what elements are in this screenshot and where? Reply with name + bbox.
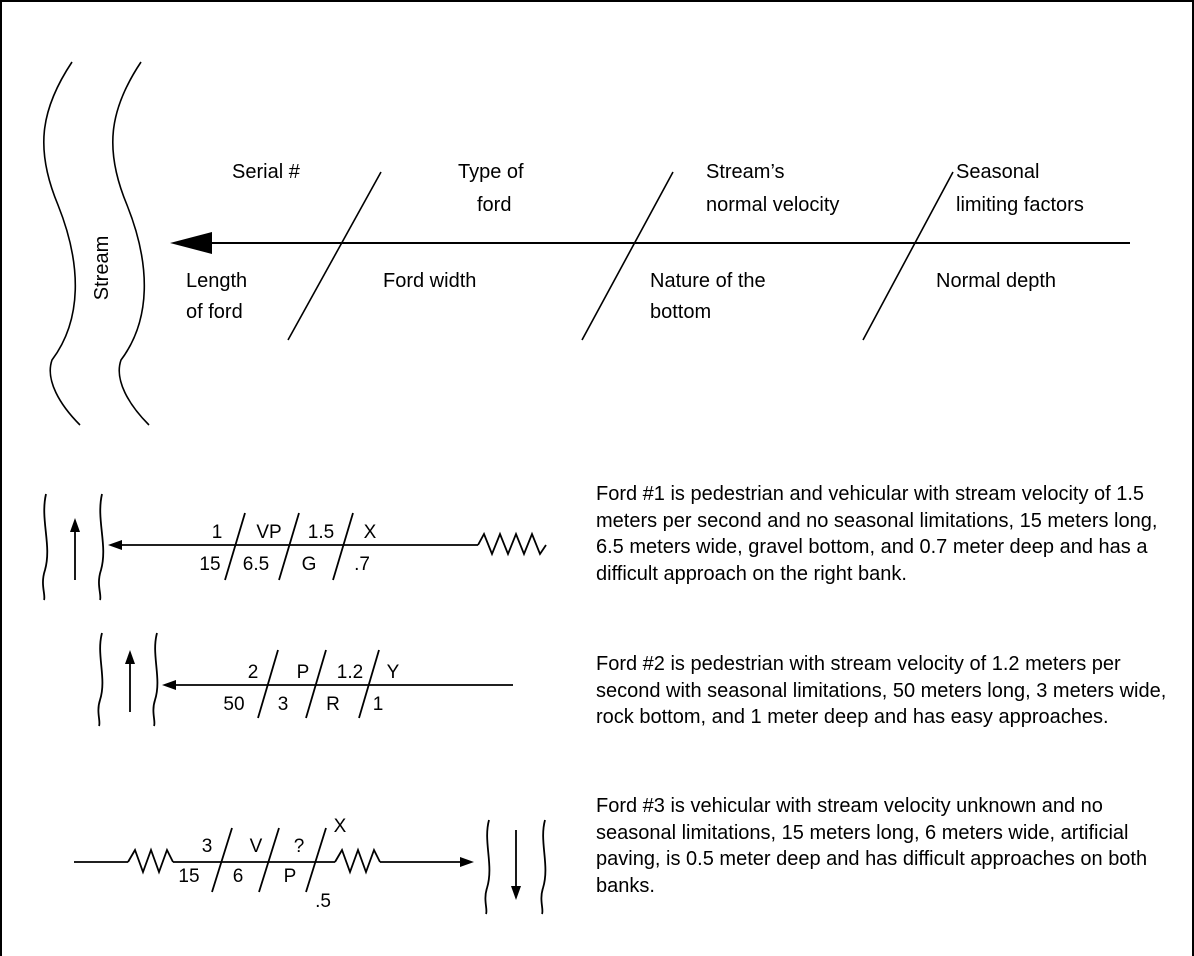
example-1-sep-2 [278,512,300,581]
example-2-sep-1 [257,649,279,719]
example-1-sep-1 [224,512,246,581]
label-type-line2: ford [477,194,511,216]
label-seasonal-line1: Seasonal [956,161,1039,183]
example-2-velocity: 1.2 [337,662,363,683]
example-2-arrowhead [162,680,176,690]
ford-1-description: Ford #1 is pedestrian and vehicular with… [596,483,1158,585]
example-2-current-arrowhead [125,650,135,664]
example-2-seasonal: Y [387,662,400,683]
example-2-length: 50 [223,694,244,715]
label-nature-line2: bottom [650,301,711,323]
example-1-arrowhead [108,540,122,550]
example-3-serial: 3 [202,836,213,857]
stream-bank-left [43,61,81,426]
example-1-symbol [42,493,547,601]
separator-1 [287,171,382,341]
label-length-line1: Length [186,270,247,292]
example-3-bank-left [484,819,491,915]
example-3-width: 6 [233,866,244,887]
example-3-difficult-approach-left [127,847,174,875]
label-velocity-line1: Stream’s [706,161,785,183]
example-1-serial: 1 [212,522,223,543]
ford-2-description: Ford #2 is pedestrian with stream veloci… [596,653,1167,728]
example-1-type: VP [256,522,281,543]
example-1-depth: .7 [354,554,370,575]
label-velocity-line2: normal velocity [706,194,839,216]
example-2-bank-left [97,632,104,727]
example-1-seasonal: X [364,522,377,543]
separator-3 [862,171,954,341]
example-2-sep-2 [305,649,327,719]
example-3-sep-1 [211,827,233,893]
stream-bank-right [112,61,150,426]
example-1-bank-right [98,493,105,601]
example-2-width: 3 [278,694,289,715]
example-2-type: P [297,662,310,683]
example-3-type: V [250,836,263,857]
example-3-sep-2 [258,827,280,893]
stream-label: Stream [91,236,113,300]
legend-diagram [43,61,1130,426]
example-3-symbol [74,819,547,915]
example-2-bottom: R [326,694,340,715]
example-3-seasonal: X [334,816,347,837]
example-2-depth: 1 [373,694,384,715]
example-2-bank-right [152,632,159,727]
example-3-length: 15 [178,866,199,887]
example-3-bottom: P [284,866,297,887]
example-1-bank-left [42,493,49,601]
example-1-length: 15 [199,554,220,575]
example-1-sep-3 [332,512,354,581]
example-1-width: 6.5 [243,554,269,575]
example-3-current-arrowhead [511,886,521,900]
label-nature-line1: Nature of the [650,270,766,292]
example-2-sep-3 [358,649,380,719]
example-1-difficult-approach [477,531,547,557]
example-3-depth: .5 [315,891,331,912]
label-width: Ford width [383,270,476,292]
separator-2 [581,171,674,341]
example-3-velocity: ? [294,836,305,857]
example-1-bottom: G [302,554,317,575]
flow-arrowhead [170,232,212,254]
label-seasonal-line2: limiting factors [956,194,1084,216]
example-1-current-arrowhead [70,518,80,532]
ford-3-description: Ford #3 is vehicular with stream velocit… [596,795,1148,897]
example-2-serial: 2 [248,662,259,683]
label-length-line2: of ford [186,301,243,323]
example-2-symbol [97,632,513,727]
example-1-velocity: 1.5 [308,522,334,543]
label-type-line1: Type of [458,161,524,183]
example-3-difficult-approach-right [334,847,381,875]
example-3-bank-right [540,819,547,915]
example-3-sep-3 [305,827,327,893]
label-serial: Serial # [232,161,301,183]
label-depth: Normal depth [936,270,1056,292]
example-3-arrowhead [460,857,474,867]
